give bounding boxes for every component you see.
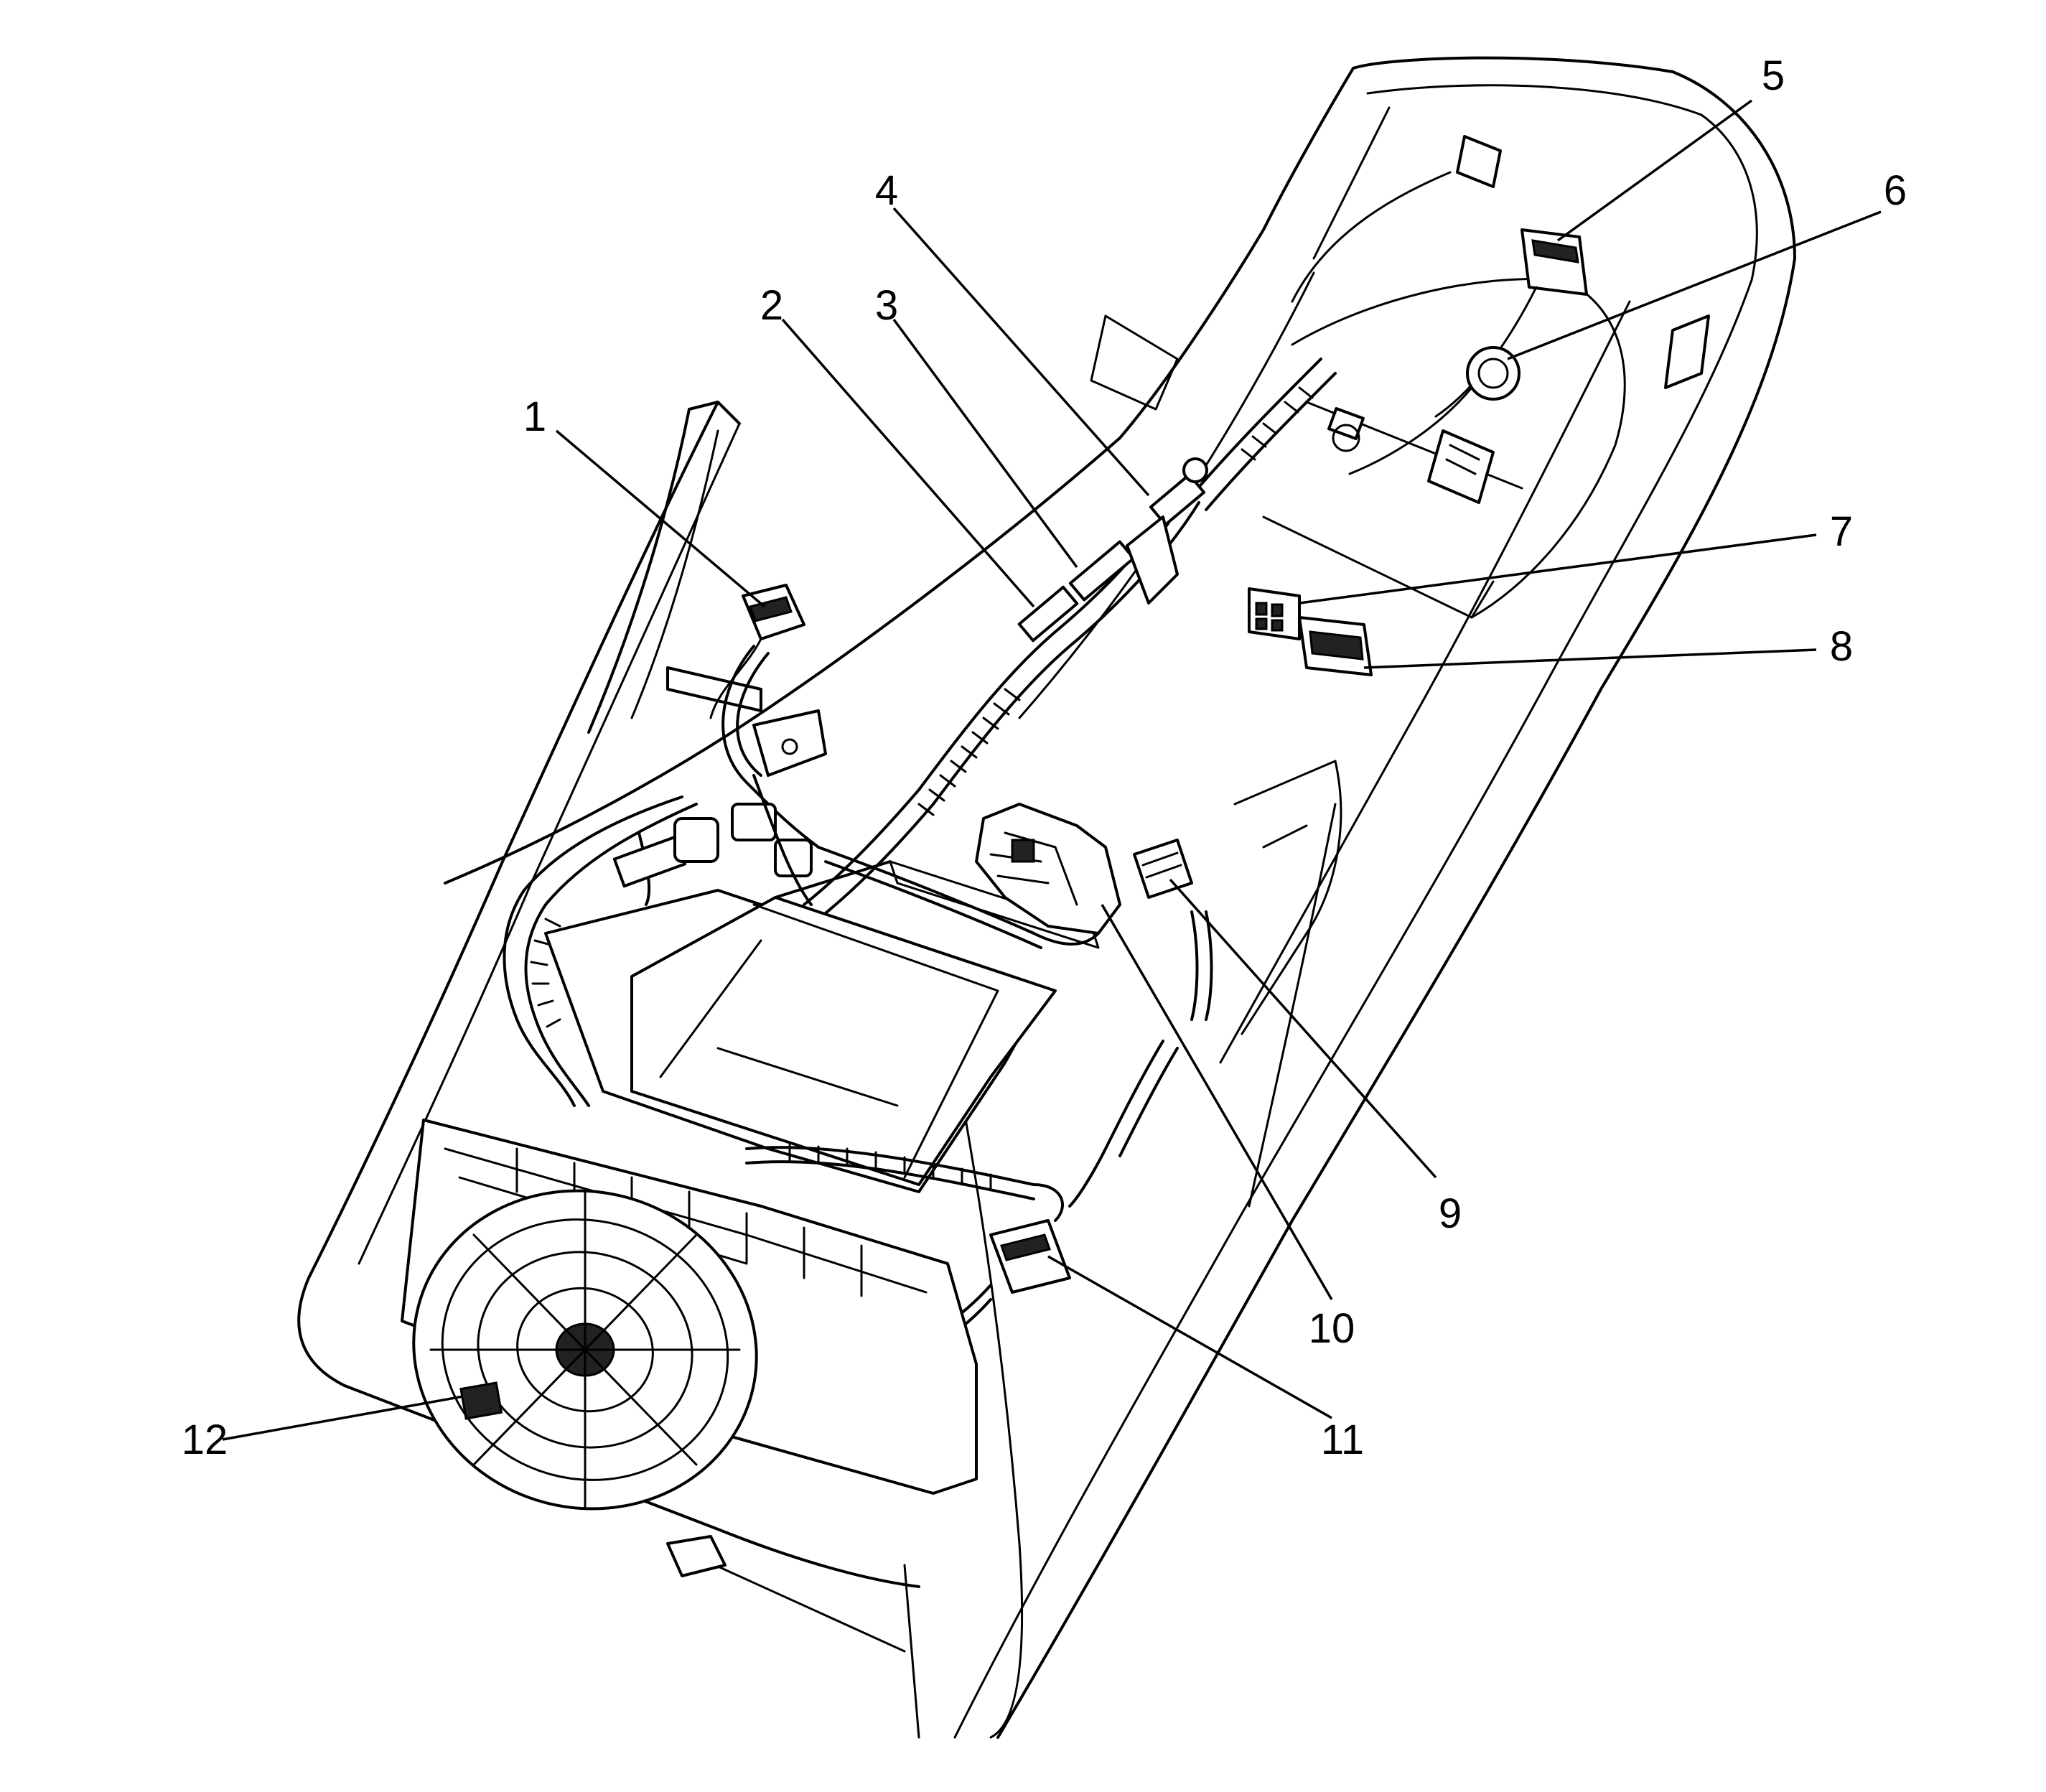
connector-7	[1248, 587, 1301, 640]
connector-5	[1434, 228, 1588, 418]
callout-9: 9	[1439, 1190, 1462, 1237]
connector-8	[1298, 616, 1373, 676]
callout-2: 2	[760, 282, 783, 329]
callout-6: 6	[1884, 167, 1907, 214]
leader-lines	[222, 99, 1882, 1441]
leader-9	[1169, 878, 1437, 1179]
rear-compartment	[1090, 135, 1710, 619]
harness-trunk	[803, 358, 1337, 920]
leader-1	[555, 429, 766, 608]
leader-3	[892, 318, 1078, 569]
connector-11	[989, 1219, 1071, 1294]
leader-11	[1047, 1255, 1332, 1419]
central-module	[544, 860, 1100, 1193]
callout-10: 10	[1309, 1305, 1355, 1352]
callout-1: 1	[523, 393, 546, 440]
connector-1	[709, 584, 805, 719]
leader-4	[892, 207, 1150, 497]
connector-9	[1133, 839, 1193, 899]
leader-5	[1556, 99, 1753, 242]
callout-11: 11	[1321, 1417, 1364, 1463]
console-body	[297, 56, 1796, 1739]
callout-7: 7	[1830, 508, 1853, 555]
callout-12: 12	[182, 1417, 228, 1463]
harness-left-loop	[503, 645, 1100, 1107]
leader-8	[1363, 648, 1817, 669]
callout-4: 4	[875, 167, 898, 214]
callout-5: 5	[1762, 52, 1785, 99]
callout-3: 3	[875, 282, 898, 329]
leader-6	[1507, 210, 1882, 360]
connector-6	[1348, 346, 1521, 475]
leader-10	[1101, 904, 1333, 1300]
leader-7	[1299, 533, 1817, 605]
fan-assembly-12	[401, 1119, 978, 1577]
callout-8: 8	[1830, 623, 1853, 670]
callout-labels: 1 2 3 4 5 6 7 8 9 10 11 12	[182, 52, 1907, 1463]
leader-12	[222, 1395, 464, 1441]
leader-2	[781, 318, 1035, 608]
module-bracket-10	[975, 803, 1121, 935]
